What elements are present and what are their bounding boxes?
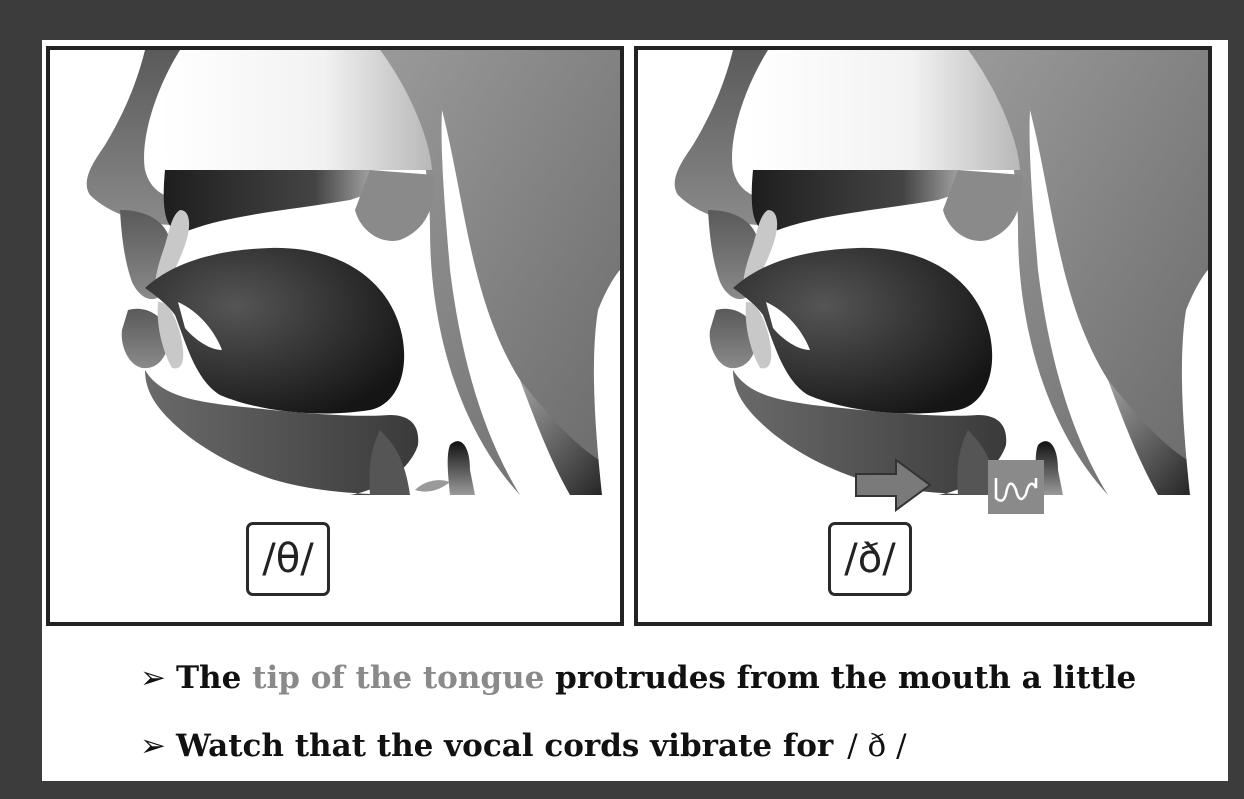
mouth-cross-section-voiceless — [50, 50, 620, 622]
phonetic-symbol-label: /ð/ — [844, 536, 895, 582]
bullet-arrow-icon: ➢ — [140, 660, 166, 696]
bullet-text-pre: The — [176, 660, 241, 696]
bullet-text: Watch that the vocal cords vibrate for — [176, 728, 833, 764]
open-glottis-mark — [415, 480, 450, 492]
slide-frame: /θ/ /ð/ ➢ The tip of the tongue protrudes… — [42, 40, 1228, 781]
mouth-cross-section-voiced — [638, 50, 1208, 622]
panel-voiceless-th: /θ/ — [46, 46, 624, 626]
bullet-vocal-cords: ➢ Watch that the vocal cords vibrate for /… — [140, 728, 907, 764]
bullet-highlight: tip of the tongue — [252, 660, 544, 696]
bullet-arrow-icon: ➢ — [140, 728, 166, 764]
bullet-text-post: protrudes from the mouth a little — [555, 660, 1136, 696]
phonetic-symbol-eth: /ð/ — [828, 522, 912, 596]
vibration-wave-icon — [988, 460, 1044, 514]
bullet-tongue-tip: ➢ The tip of the tongue protrudes from th… — [140, 660, 1136, 696]
phonetic-symbol-label: /θ/ — [262, 536, 313, 582]
phonetic-symbol-theta: /θ/ — [246, 522, 330, 596]
panel-voiced-th: /ð/ — [634, 46, 1212, 626]
bullet-phonetic-symbol: / ð / — [847, 728, 906, 764]
